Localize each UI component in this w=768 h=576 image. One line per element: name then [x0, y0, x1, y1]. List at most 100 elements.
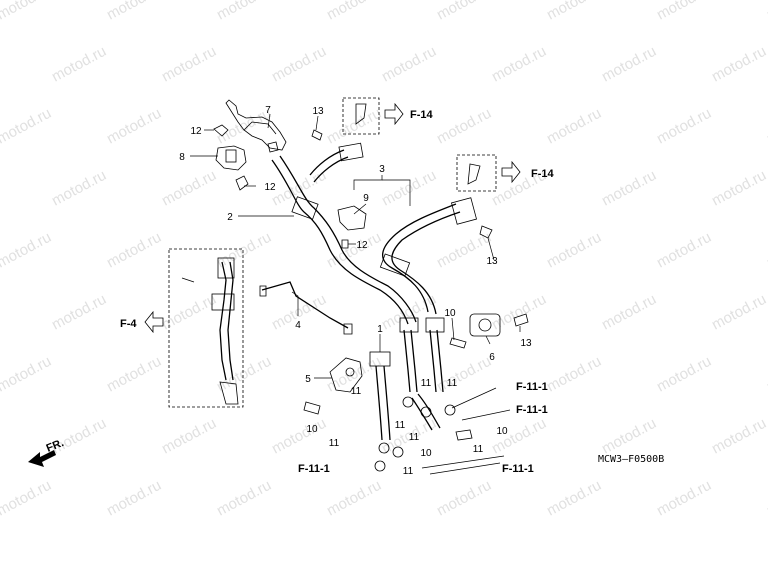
watermark-text: motod.ru — [544, 477, 604, 520]
watermark-text: motod.ru — [49, 291, 109, 334]
reference-labels: F-14 F-14 F-4 F-11-1 F-11-1 F-11-1 F-11-… — [120, 109, 555, 475]
part-number-11: 11 — [447, 378, 458, 389]
watermark-text: motod.ru — [764, 229, 768, 272]
diagram-code: MCW3—F0500B — [598, 454, 664, 465]
watermark-text: motod.ru — [324, 477, 384, 520]
watermark-text: motod.ru — [654, 477, 714, 520]
reference-f11-1: F-11-1 — [502, 463, 534, 475]
watermark-text: motod.ru — [324, 105, 384, 148]
watermark-text: motod.ru — [654, 105, 714, 148]
watermark-text: motod.ru — [214, 477, 274, 520]
part-number-12: 12 — [190, 126, 202, 137]
watermark-text: motod.ru — [269, 43, 329, 86]
watermark-text: motod.ru — [434, 477, 494, 520]
lower-caliper-hoses — [399, 317, 456, 431]
watermark-text: motod.ru — [214, 353, 274, 396]
part-number-13: 13 — [312, 106, 324, 117]
watermark-text: motod.ru — [0, 105, 54, 148]
watermark-text: motod.ru — [0, 353, 54, 396]
clamp-9 — [337, 205, 367, 231]
watermark-text: motod.ru — [544, 353, 604, 396]
part-number-13: 13 — [486, 256, 498, 267]
part-number-10: 10 — [444, 308, 456, 319]
part-number-13: 13 — [520, 338, 532, 349]
part-number-11: 11 — [409, 432, 420, 443]
watermark-text: motod.ru — [434, 105, 494, 148]
bracket-5 — [329, 357, 363, 393]
part-number-12: 12 — [356, 240, 368, 251]
watermark-text: motod.ru — [544, 105, 604, 148]
brake-pipe-4 — [259, 281, 353, 335]
clamp-6 — [469, 313, 501, 337]
watermark-text: motod.ru — [434, 0, 494, 24]
part-number-11: 11 — [421, 378, 432, 389]
reference-f11-1: F-11-1 — [516, 404, 548, 416]
watermark-text: motod.ru — [104, 0, 164, 24]
watermark-text: motod.ru — [489, 43, 549, 86]
watermark-text: motod.ru — [104, 229, 164, 272]
upper-bracket-assembly — [213, 99, 287, 191]
part-number-4: 4 — [295, 320, 301, 331]
part-number-11: 11 — [395, 420, 406, 431]
watermark-text: motod.ru — [709, 43, 768, 86]
part-number-6: 6 — [489, 352, 495, 363]
watermark-text: motod.ru — [544, 0, 604, 24]
watermark-text: motod.ru — [764, 105, 768, 148]
watermark-text: motod.ru — [489, 291, 549, 334]
leader-lines — [190, 113, 521, 475]
watermark-text: motod.ru — [654, 229, 714, 272]
part-number-10: 10 — [496, 426, 508, 437]
inset-f14-right — [456, 154, 497, 192]
watermark-text: motod.ru — [0, 229, 54, 272]
brake-hose-2 — [271, 142, 417, 325]
watermark-text: motod.ru — [49, 43, 109, 86]
part-number-11: 11 — [473, 444, 484, 455]
part-number-10: 10 — [306, 424, 318, 435]
part-number-7: 7 — [265, 105, 271, 116]
part-number-10: 10 — [420, 448, 432, 459]
reference-f11-1: F-11-1 — [298, 463, 330, 475]
watermark-text: motod.ru — [654, 353, 714, 396]
watermark-text: motod.ru — [0, 477, 54, 520]
watermark-text: motod.ru — [159, 291, 219, 334]
watermark-text: motod.ru — [434, 229, 494, 272]
watermark-text: motod.ru — [764, 477, 768, 520]
part-number-3: 3 — [379, 164, 385, 175]
part-number-5: 5 — [305, 374, 311, 385]
part-number-11: 11 — [329, 438, 340, 449]
watermark-text: motod.ru — [599, 43, 659, 86]
watermark-text: motod.ru — [104, 105, 164, 148]
watermark-text: motod.ru — [379, 43, 439, 86]
watermark-text: motod.ru — [599, 167, 659, 210]
watermark-text: motod.ru — [324, 0, 384, 24]
reference-f14-top: F-14 — [410, 109, 434, 121]
watermark-text: motod.ru — [599, 415, 659, 458]
reference-arrows — [144, 102, 521, 334]
bolts — [303, 129, 529, 441]
watermark-text: motod.ru — [544, 229, 604, 272]
reference-f11-1: F-11-1 — [516, 381, 548, 393]
part-number-11: 11 — [351, 386, 362, 397]
watermark-text: motod.ru — [159, 415, 219, 458]
part-number-9: 9 — [363, 193, 369, 204]
watermark-text: motod.ru — [269, 415, 329, 458]
watermark-text: motod.ru — [764, 0, 768, 24]
watermark-text: motod.ru — [159, 167, 219, 210]
part-labels: 7 12 8 12 2 13 3 9 12 13 4 1 10 6 13 5 1… — [179, 105, 532, 477]
watermark-text: motod.ru — [49, 167, 109, 210]
watermark-text: motod.ru — [379, 167, 439, 210]
watermark-text: motod.ru — [599, 291, 659, 334]
reference-f14-right: F-14 — [531, 168, 555, 180]
watermark-text: motod.ru — [0, 0, 54, 24]
part-number-11: 11 — [403, 466, 414, 477]
watermark-text: motod.ru — [104, 353, 164, 396]
watermark-text: motod.ru — [214, 0, 274, 24]
watermark-text: motod.ru — [709, 415, 768, 458]
part-number-12: 12 — [264, 182, 276, 193]
watermark-text: motod.ru — [159, 43, 219, 86]
brake-hose-3 — [379, 197, 477, 315]
brake-hose-1 — [369, 351, 404, 472]
watermark-text: motod.ru — [709, 167, 768, 210]
watermark-text: motod.ru — [654, 0, 714, 24]
